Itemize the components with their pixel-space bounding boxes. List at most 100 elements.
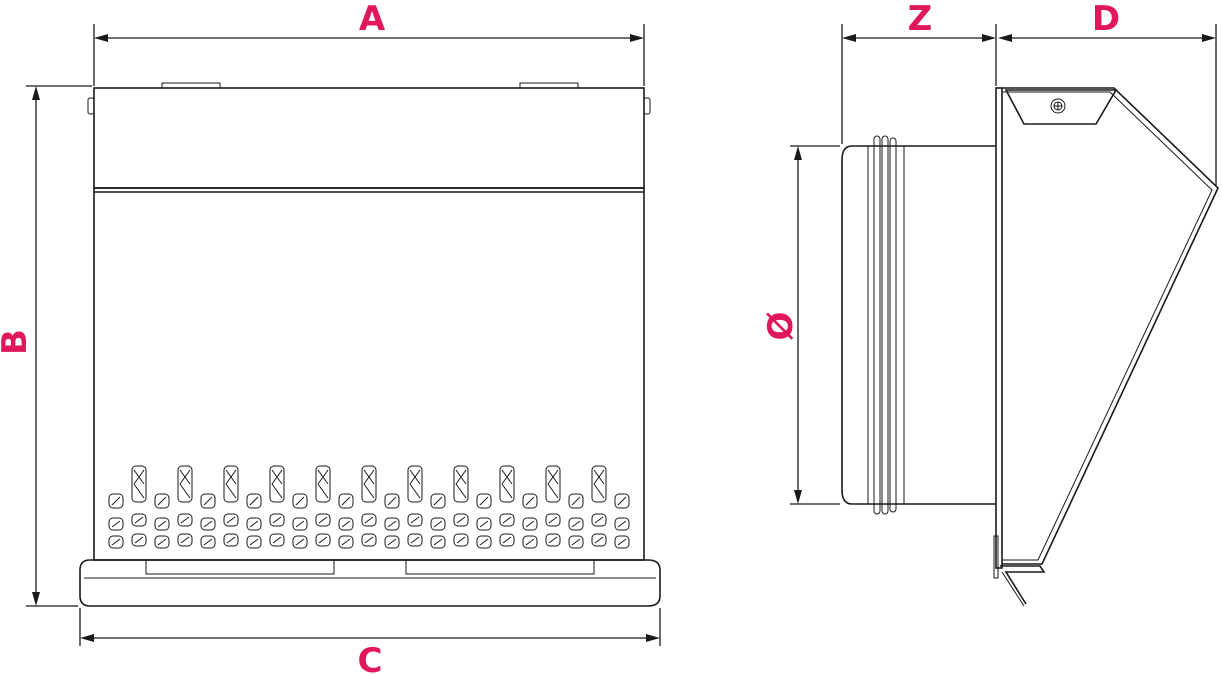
vent-slot xyxy=(453,513,469,527)
front-body xyxy=(93,187,645,561)
vent-louver xyxy=(571,496,581,506)
vent-louver xyxy=(547,469,559,499)
vent-louver xyxy=(203,496,213,506)
label-a: A xyxy=(359,0,386,39)
vent-slot xyxy=(591,513,607,527)
vent-louver xyxy=(317,469,329,499)
vent-louver xyxy=(179,469,191,499)
hood xyxy=(1002,87,1219,565)
vent-slot xyxy=(292,517,308,531)
vent-louver xyxy=(479,496,489,506)
vent-slot xyxy=(476,493,492,509)
vent-slot xyxy=(384,493,400,509)
vent-slot xyxy=(338,517,354,531)
vent-louver xyxy=(455,469,467,499)
vent-slot xyxy=(614,517,630,531)
vent-slot xyxy=(384,517,400,531)
vent-louver xyxy=(479,538,489,546)
vent-slot xyxy=(384,535,400,549)
vent-slot xyxy=(154,517,170,531)
label-z: Z xyxy=(908,0,933,39)
vent-slot xyxy=(522,517,538,531)
vent-slot xyxy=(499,465,515,503)
vent-slot xyxy=(476,517,492,531)
dimension-a: A xyxy=(93,0,645,86)
vent-louver xyxy=(456,516,466,524)
vent-slot xyxy=(361,465,377,503)
vent-louver xyxy=(295,538,305,546)
vent-louver xyxy=(134,516,144,524)
vent-louver xyxy=(548,516,558,524)
vent-slot xyxy=(476,535,492,549)
vent-louver xyxy=(571,520,581,528)
label-b: B xyxy=(0,329,35,355)
dimension-d: D xyxy=(998,0,1217,186)
vent-slot xyxy=(223,465,239,503)
vent-louver xyxy=(501,469,513,499)
vent-louver xyxy=(111,496,121,506)
spigot-pipe xyxy=(852,145,996,505)
vent-slot xyxy=(407,465,423,503)
vent-slot xyxy=(315,465,331,503)
dimension-b: B xyxy=(0,85,92,607)
vent-louver xyxy=(180,516,190,524)
vent-slot xyxy=(177,533,193,547)
vent-slot xyxy=(131,513,147,527)
vent-slot xyxy=(430,493,446,509)
vent-slot xyxy=(108,517,124,531)
vent-slot xyxy=(614,493,630,509)
vent-louver xyxy=(617,496,627,506)
vent-slot xyxy=(361,513,377,527)
dimension-diameter: Ø xyxy=(761,145,840,505)
vent-grille xyxy=(108,465,630,549)
vent-slot xyxy=(568,535,584,549)
vent-louver xyxy=(203,538,213,546)
side-view xyxy=(841,87,1219,607)
vent-louver xyxy=(249,520,259,528)
vent-louver xyxy=(387,496,397,506)
vent-slot xyxy=(200,493,216,509)
vent-slot xyxy=(131,465,147,503)
vent-louver xyxy=(594,536,604,544)
vent-louver xyxy=(271,469,283,499)
vent-louver xyxy=(410,516,420,524)
vent-louver xyxy=(157,496,167,506)
mounting-plate xyxy=(995,87,1003,569)
vent-slot xyxy=(522,535,538,549)
vent-slot xyxy=(269,513,285,527)
vent-louver xyxy=(525,538,535,546)
vent-louver xyxy=(433,538,443,546)
vent-slot xyxy=(453,533,469,547)
vent-slot xyxy=(315,513,331,527)
vent-louver xyxy=(295,496,305,506)
vent-louver xyxy=(111,520,121,528)
vent-louver xyxy=(133,469,145,499)
vent-slot xyxy=(200,535,216,549)
vent-slot xyxy=(545,533,561,547)
vent-slot xyxy=(108,493,124,509)
vent-slot xyxy=(292,535,308,549)
vent-slot xyxy=(315,533,331,547)
vent-louver xyxy=(594,516,604,524)
vent-louver xyxy=(525,496,535,506)
vent-louver xyxy=(548,536,558,544)
vent-slot xyxy=(407,533,423,547)
vent-slot xyxy=(338,493,354,509)
front-top-cap xyxy=(93,87,645,189)
vent-louver xyxy=(341,538,351,546)
vent-louver xyxy=(157,538,167,546)
vent-louver xyxy=(203,520,213,528)
vent-slot xyxy=(614,535,630,549)
vent-slot xyxy=(246,517,262,531)
vent-louver xyxy=(249,538,259,546)
screw-icon xyxy=(1050,98,1066,114)
vent-slot xyxy=(154,535,170,549)
dimension-c: C xyxy=(79,608,661,674)
vent-slot xyxy=(223,533,239,547)
vent-slot xyxy=(269,533,285,547)
vent-slot xyxy=(430,517,446,531)
vent-louver xyxy=(502,536,512,544)
vent-louver xyxy=(318,536,328,544)
vent-louver xyxy=(272,536,282,544)
